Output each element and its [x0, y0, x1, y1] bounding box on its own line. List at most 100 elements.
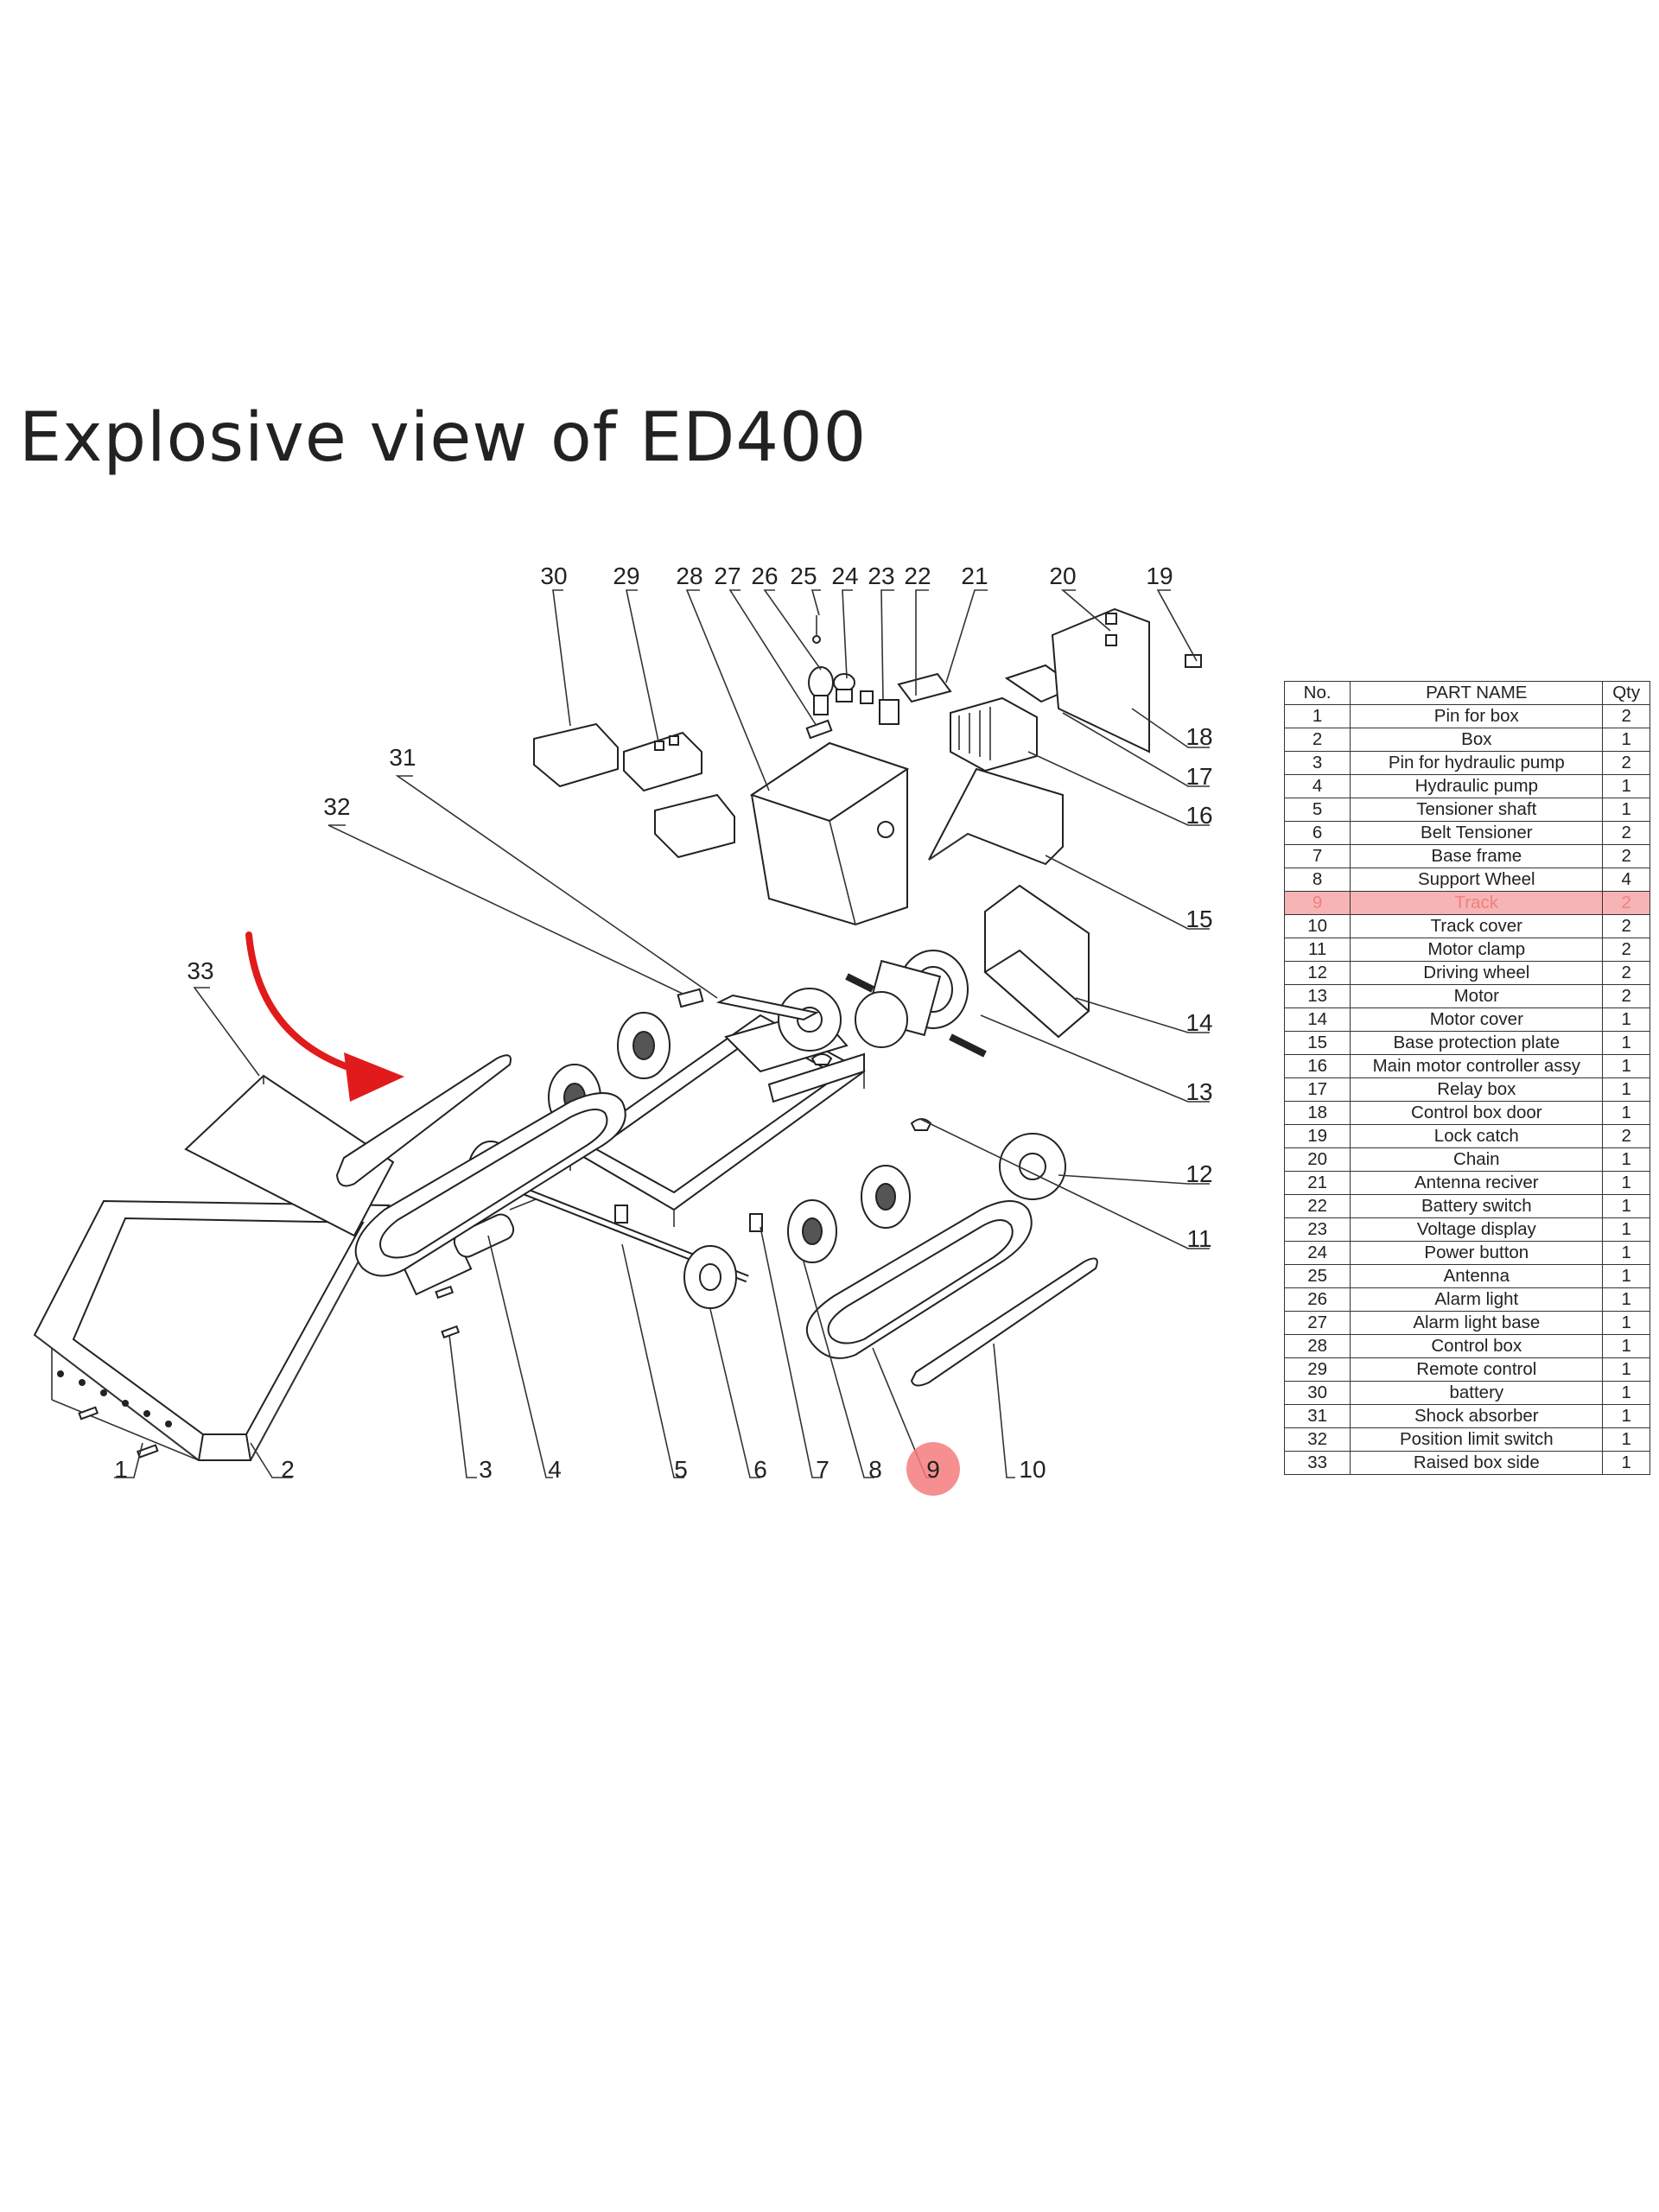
header-part-name: PART NAME — [1350, 681, 1604, 705]
callout-6: 6 — [753, 1456, 767, 1483]
cell-part-name: Pin for box — [1350, 704, 1604, 728]
page-title: Explosive view of ED400 — [19, 399, 868, 477]
cell-part-name: Raised box side — [1350, 1451, 1604, 1475]
cell-no: 2 — [1283, 728, 1351, 752]
exploded-view-diagram: 1 2 3 4 5 6 7 8 9 10 11 12 13 14 15 16 1… — [33, 563, 1213, 1496]
cell-part-name: Pin for hydraulic pump — [1350, 751, 1604, 775]
cell-part-name: Voltage display — [1350, 1217, 1604, 1242]
cell-qty: 2 — [1602, 914, 1650, 938]
cell-part-name: Hydraulic pump — [1350, 774, 1604, 798]
track-cover-parts — [335, 1054, 1098, 1387]
cell-no: 12 — [1283, 961, 1351, 985]
cell-no: 16 — [1283, 1054, 1351, 1078]
cell-part-name: Base protection plate — [1350, 1031, 1604, 1055]
cell-no: 14 — [1283, 1007, 1351, 1032]
cell-no: 19 — [1283, 1124, 1351, 1148]
cell-qty: 1 — [1602, 1404, 1650, 1428]
cell-qty: 1 — [1602, 1241, 1650, 1265]
cell-no: 26 — [1283, 1287, 1351, 1312]
cell-no: 18 — [1283, 1101, 1351, 1125]
callout-22: 22 — [904, 563, 931, 589]
cell-no: 11 — [1283, 938, 1351, 962]
cell-no: 33 — [1283, 1451, 1351, 1475]
cell-no: 23 — [1283, 1217, 1351, 1242]
cell-part-name: Battery switch — [1350, 1194, 1604, 1218]
callout-numbers: 1 2 3 4 5 6 7 8 9 10 11 12 13 14 15 16 1… — [114, 563, 1213, 1496]
cell-no: 13 — [1283, 984, 1351, 1008]
callout-15: 15 — [1185, 906, 1212, 932]
callout-21: 21 — [961, 563, 988, 589]
cell-part-name: Power button — [1350, 1241, 1604, 1265]
cell-qty: 1 — [1602, 1217, 1650, 1242]
cell-part-name: Main motor controller assy — [1350, 1054, 1604, 1078]
cell-qty: 1 — [1602, 728, 1650, 752]
callout-11: 11 — [1186, 1225, 1211, 1252]
cell-no: 6 — [1283, 821, 1351, 845]
cell-qty: 1 — [1602, 1031, 1650, 1055]
cell-qty: 2 — [1602, 751, 1650, 775]
cell-part-name: Track — [1350, 891, 1604, 915]
cell-qty: 1 — [1602, 1427, 1650, 1452]
cell-no: 7 — [1283, 844, 1351, 868]
cell-qty: 2 — [1602, 844, 1650, 868]
callout-12: 12 — [1185, 1160, 1212, 1187]
cell-qty: 2 — [1602, 891, 1650, 915]
cell-no: 22 — [1283, 1194, 1351, 1218]
cell-qty: 4 — [1602, 868, 1650, 892]
cell-part-name: Antenna reciver — [1350, 1171, 1604, 1195]
control-box-part — [749, 741, 910, 926]
motor-part — [845, 950, 987, 1058]
cell-no: 15 — [1283, 1031, 1351, 1055]
cell-qty: 1 — [1602, 1357, 1650, 1382]
cell-qty: 1 — [1602, 1007, 1650, 1032]
cell-qty: 2 — [1602, 821, 1650, 845]
cell-no: 31 — [1283, 1404, 1351, 1428]
hydraulic-pump-part — [400, 1198, 537, 1296]
cell-no: 17 — [1283, 1077, 1351, 1102]
callout-25: 25 — [790, 563, 817, 589]
cell-no: 25 — [1283, 1264, 1351, 1288]
callout-28: 28 — [676, 563, 702, 589]
cell-part-name: Control box door — [1350, 1101, 1604, 1125]
switch-parts — [833, 672, 952, 725]
callout-33: 33 — [187, 957, 213, 984]
cell-part-name: Track cover — [1350, 914, 1604, 938]
cell-qty: 1 — [1602, 798, 1650, 822]
callout-9: 9 — [926, 1456, 940, 1483]
cell-part-name: Motor cover — [1350, 1007, 1604, 1032]
cell-part-name: Alarm light base — [1350, 1311, 1604, 1335]
callout-14: 14 — [1185, 1009, 1212, 1036]
leader-lines — [114, 589, 1210, 1478]
cell-qty: 2 — [1602, 961, 1650, 985]
callout-3: 3 — [479, 1456, 493, 1483]
cell-no: 3 — [1283, 751, 1351, 775]
callout-26: 26 — [751, 563, 778, 589]
header-qty: Qty — [1602, 681, 1650, 705]
callout-27: 27 — [714, 563, 741, 589]
battery-parts — [533, 722, 735, 859]
raised-box-side-part — [184, 1074, 395, 1237]
cell-qty: 1 — [1602, 1054, 1650, 1078]
cell-qty: 1 — [1602, 1381, 1650, 1405]
cell-part-name: battery — [1350, 1381, 1604, 1405]
callout-32: 32 — [323, 793, 350, 820]
box-part — [33, 1199, 391, 1461]
cell-qty: 2 — [1602, 1124, 1650, 1148]
